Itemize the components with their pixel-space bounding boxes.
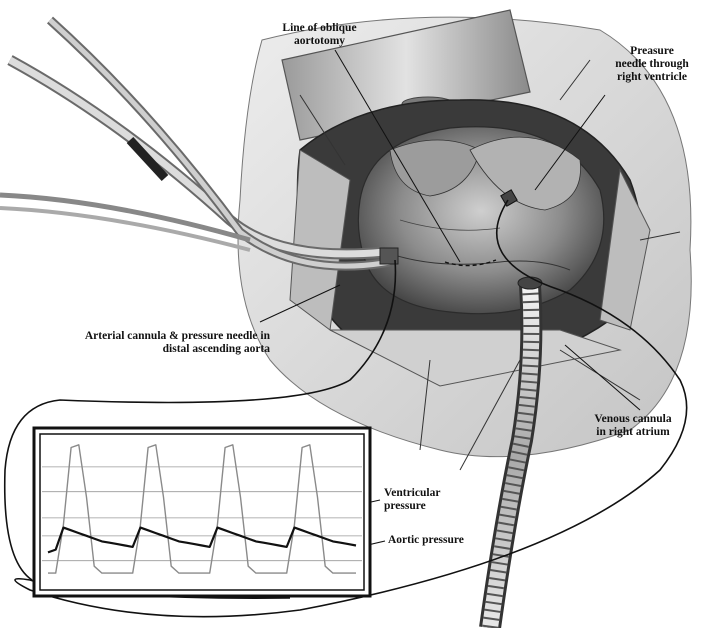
arterial-pressure-line bbox=[3, 259, 397, 581]
label-ventricular-pressure: Ventricular pressure bbox=[384, 487, 440, 513]
aortic-pressure-line bbox=[47, 526, 357, 554]
label-line: in right atrium bbox=[596, 426, 670, 438]
label-line: Preasure bbox=[630, 45, 674, 57]
arterial-tubing bbox=[0, 16, 399, 271]
heart bbox=[357, 126, 605, 315]
label-arterial-cannula: Arterial cannula & pressure needle in di… bbox=[40, 330, 270, 356]
label-venous-cannula: Venous cannula in right atrium bbox=[578, 413, 688, 439]
label-pressure-needle-rv: Preasure needle through right ventricle bbox=[600, 45, 704, 84]
label-line: right ventricle bbox=[617, 71, 687, 83]
leader-lines bbox=[259, 49, 641, 549]
chart-grid bbox=[42, 466, 362, 562]
rv-pressure-line bbox=[14, 189, 688, 618]
ventricular-pressure-line bbox=[48, 444, 356, 574]
pressure-monitor bbox=[32, 426, 372, 598]
label-aortic-pressure: Aortic pressure bbox=[388, 534, 464, 547]
chart-series bbox=[47, 444, 357, 574]
label-line: Aortic pressure bbox=[388, 534, 464, 546]
label-line: Arterial cannula & pressure needle in bbox=[84, 330, 270, 342]
label-line: needle through bbox=[615, 58, 689, 70]
label-line: pressure bbox=[384, 500, 426, 512]
label-oblique-aortotomy: Line of oblique aortotomy bbox=[262, 22, 377, 48]
label-line: Venous cannula bbox=[594, 413, 672, 425]
label-line: Ventricular bbox=[384, 487, 441, 499]
label-line: aortotomy bbox=[293, 35, 346, 47]
venous-cannula bbox=[479, 276, 543, 628]
label-line: Line of oblique bbox=[282, 22, 357, 34]
label-line: distal ascending aorta bbox=[162, 343, 270, 355]
